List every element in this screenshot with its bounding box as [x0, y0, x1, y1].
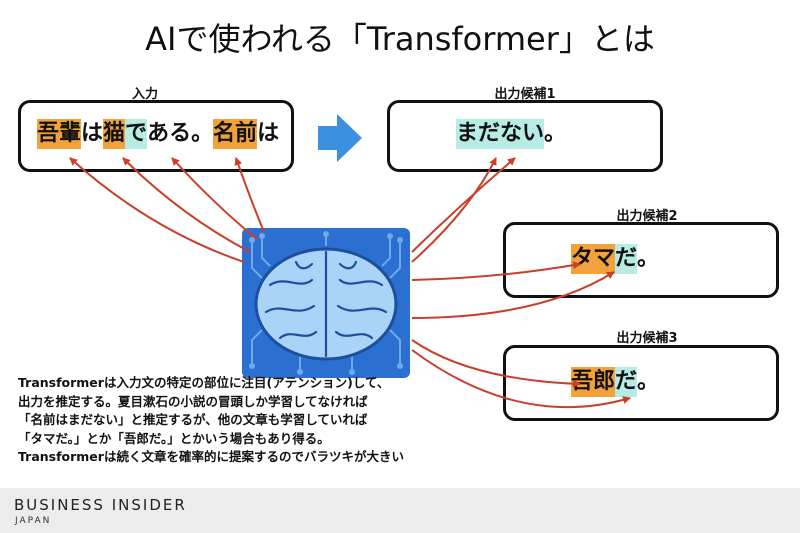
token: だ — [615, 367, 638, 397]
input-caption: 入力 — [131, 87, 158, 102]
token: 吾輩 — [37, 119, 82, 149]
token: で — [125, 119, 148, 149]
candidate-1-sentence: まだない。 — [456, 119, 566, 149]
token: 名前 — [213, 119, 258, 149]
input-sentence: 吾輩は猫である。名前は — [37, 119, 279, 149]
description-line: 「タマだ。」とか「吾郎だ。」とかいう場合もあり得る。 — [18, 430, 330, 446]
description-line: Transformerは入力文の特定の部位に注目(アテンション)して、 — [18, 375, 390, 390]
token: だ — [615, 244, 638, 274]
token: ない — [500, 119, 545, 149]
candidate-2-box — [503, 222, 779, 298]
brain-circuit-icon — [242, 228, 410, 378]
candidate-2-caption: 出力候補2 — [616, 209, 678, 224]
candidate-3-caption: 出力候補3 — [616, 331, 678, 346]
token: 。 — [637, 369, 660, 394]
description-text: Transformerは入力文の特定の部位に注目(アテンション)して、 出力を推… — [18, 374, 404, 467]
description-line: Transformerは続く文章を確率的に提案するのでバラツキが大きい — [18, 449, 404, 465]
token: 猫 — [103, 119, 126, 149]
token: は — [257, 121, 280, 146]
description-line: 出力を推定する。夏目漱石の小説の冒頭しか学習してなければ — [18, 393, 368, 409]
page-title: AIで使われる「Transformer」とは — [145, 20, 655, 58]
token: ある。 — [147, 121, 214, 146]
token: 。 — [544, 121, 567, 146]
brand-region: JAPAN — [15, 516, 52, 526]
token: は — [81, 121, 104, 146]
right-arrow-icon — [318, 114, 362, 162]
attention-arrows — [69, 157, 631, 409]
footer-bar: BUSINESS INSIDER JAPAN — [0, 488, 800, 533]
description-line: 「名前はまだない」と推定するが、他の文章も学習していれば — [18, 412, 368, 428]
brand-logo: BUSINESS INSIDER — [14, 496, 187, 514]
token: 。 — [637, 246, 660, 271]
candidate-1-caption: 出力候補1 — [494, 87, 556, 102]
token: まだ — [456, 119, 501, 149]
